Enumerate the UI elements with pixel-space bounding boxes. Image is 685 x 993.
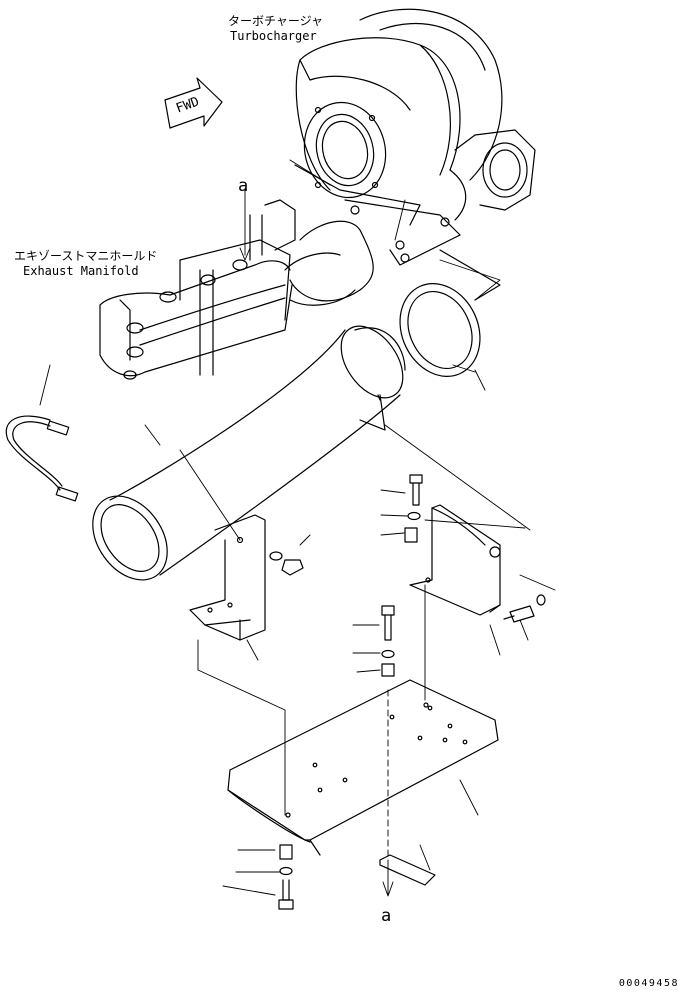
turbocharger bbox=[290, 9, 535, 301]
side-bolt bbox=[504, 595, 545, 622]
lower-bolt-stack bbox=[382, 606, 394, 676]
upper-bolt-stack bbox=[405, 475, 422, 542]
turbocharger-label-en: Turbocharger bbox=[230, 29, 317, 43]
exhaust-manifold-label-en: Exhaust Manifold bbox=[23, 264, 139, 278]
fwd-arrow-icon bbox=[165, 78, 222, 128]
exhaust-pipe bbox=[77, 315, 415, 594]
reference-mark-bottom: a bbox=[381, 906, 392, 926]
bottom-bolt-stack bbox=[279, 845, 293, 909]
leader-lines bbox=[40, 160, 555, 896]
exhaust-manifold-label-jp: エキゾーストマニホールド bbox=[14, 249, 158, 263]
reference-mark-top: a bbox=[238, 176, 249, 196]
left-bracket bbox=[190, 515, 303, 640]
right-bracket bbox=[410, 505, 500, 615]
exhaust-manifold bbox=[100, 200, 355, 379]
seal-ring bbox=[385, 270, 494, 389]
base-plate bbox=[228, 680, 498, 855]
turbocharger-label-jp: ターボチャージャ bbox=[228, 14, 324, 28]
wire-clamp bbox=[6, 416, 78, 501]
document-number: 00049458 bbox=[618, 978, 679, 989]
